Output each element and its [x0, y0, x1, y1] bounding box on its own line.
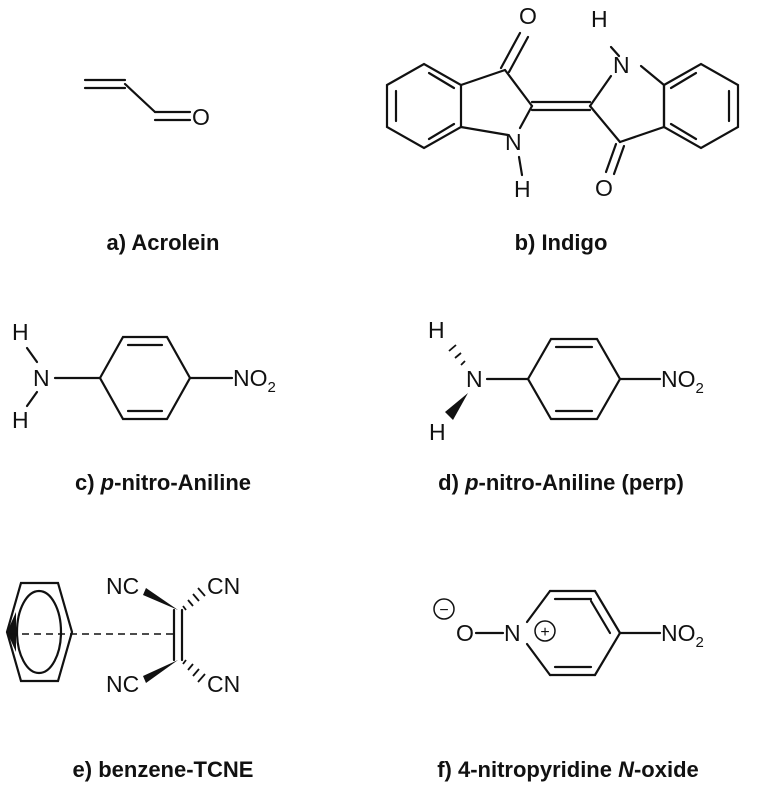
aniline-d-hydrogen-bottom-label: H	[429, 419, 446, 445]
caption-nitropyridine-n-oxide: f) 4-nitropyridine N-oxide	[437, 757, 699, 782]
tcne-nitrile-bottom-right-label: CN	[207, 671, 240, 697]
p-nitro-aniline-structure: H N H NO2	[12, 319, 276, 433]
p-nitro-aniline-perp-structure: H N H NO2	[428, 317, 704, 445]
nitropyridine-n-oxide-structure: − O N + NO2	[433, 589, 704, 677]
caption-f-suffix: -oxide	[634, 757, 699, 782]
aniline-c-hydrogen-top-label: H	[12, 319, 29, 345]
aniline-d-nitro-subscript: 2	[696, 380, 704, 397]
indigo-hydrogen-top-label: H	[591, 6, 608, 32]
caption-c-suffix: -nitro-Aniline	[114, 470, 251, 495]
oxide-negative-charge: −	[439, 602, 448, 619]
tcne-nitrile-bottom-left-label: NC	[106, 671, 139, 697]
caption-p-nitro-aniline: c) p-nitro-Aniline	[75, 470, 251, 495]
acrolein-structure: O	[83, 78, 210, 130]
tcne-nitrile-top-left-label: NC	[106, 573, 139, 599]
aniline-c-hydrogen-bottom-label: H	[12, 407, 29, 433]
caption-d-italic: p	[464, 470, 478, 495]
pyridine-nitrogen-label: N	[504, 620, 521, 646]
aniline-c-nitro-label: NO2	[233, 365, 276, 396]
aniline-c-nitrogen-label: N	[33, 365, 50, 391]
indigo-hydrogen-bottom-label: H	[514, 176, 531, 202]
caption-acrolein: a) Acrolein	[107, 230, 220, 255]
aniline-d-nitro-label: NO2	[661, 366, 704, 397]
caption-d-suffix: -nitro-Aniline (perp)	[479, 470, 684, 495]
aniline-c-nitro-text: NO	[233, 365, 268, 391]
pyridine-nitro-label: NO2	[661, 620, 704, 651]
caption-f-prefix: f) 4-nitropyridine	[437, 757, 618, 782]
indigo-oxygen-bottom-label: O	[595, 175, 613, 201]
caption-c-prefix: c)	[75, 470, 101, 495]
acrolein-oxygen-label: O	[192, 104, 210, 130]
aniline-d-nitro-text: NO	[661, 366, 696, 392]
pyridine-nitro-subscript: 2	[696, 634, 704, 651]
caption-d-prefix: d)	[438, 470, 465, 495]
caption-f-italic: N	[618, 757, 635, 782]
indigo-structure: O N H N H O	[385, 3, 740, 202]
tcne-nitrile-top-right-label: CN	[207, 573, 240, 599]
aniline-c-nitro-subscript: 2	[268, 379, 276, 396]
pyridine-positive-charge: +	[540, 624, 549, 641]
indigo-nitrogen-left-label: N	[505, 129, 522, 155]
benzene-tcne-structure: NC CN NC CN	[5, 573, 240, 697]
aniline-d-hydrogen-top-label: H	[428, 317, 445, 343]
indigo-nitrogen-right-label: N	[613, 52, 630, 78]
caption-indigo: b) Indigo	[515, 230, 608, 255]
oxide-oxygen-label: O	[456, 620, 474, 646]
caption-benzene-tcne: e) benzene-TCNE	[73, 757, 254, 782]
indigo-oxygen-top-label: O	[519, 3, 537, 29]
caption-p-nitro-aniline-perp: d) p-nitro-Aniline (perp)	[438, 470, 684, 495]
caption-c-italic: p	[100, 470, 114, 495]
aniline-d-nitrogen-label: N	[466, 366, 483, 392]
pyridine-nitro-text: NO	[661, 620, 696, 646]
